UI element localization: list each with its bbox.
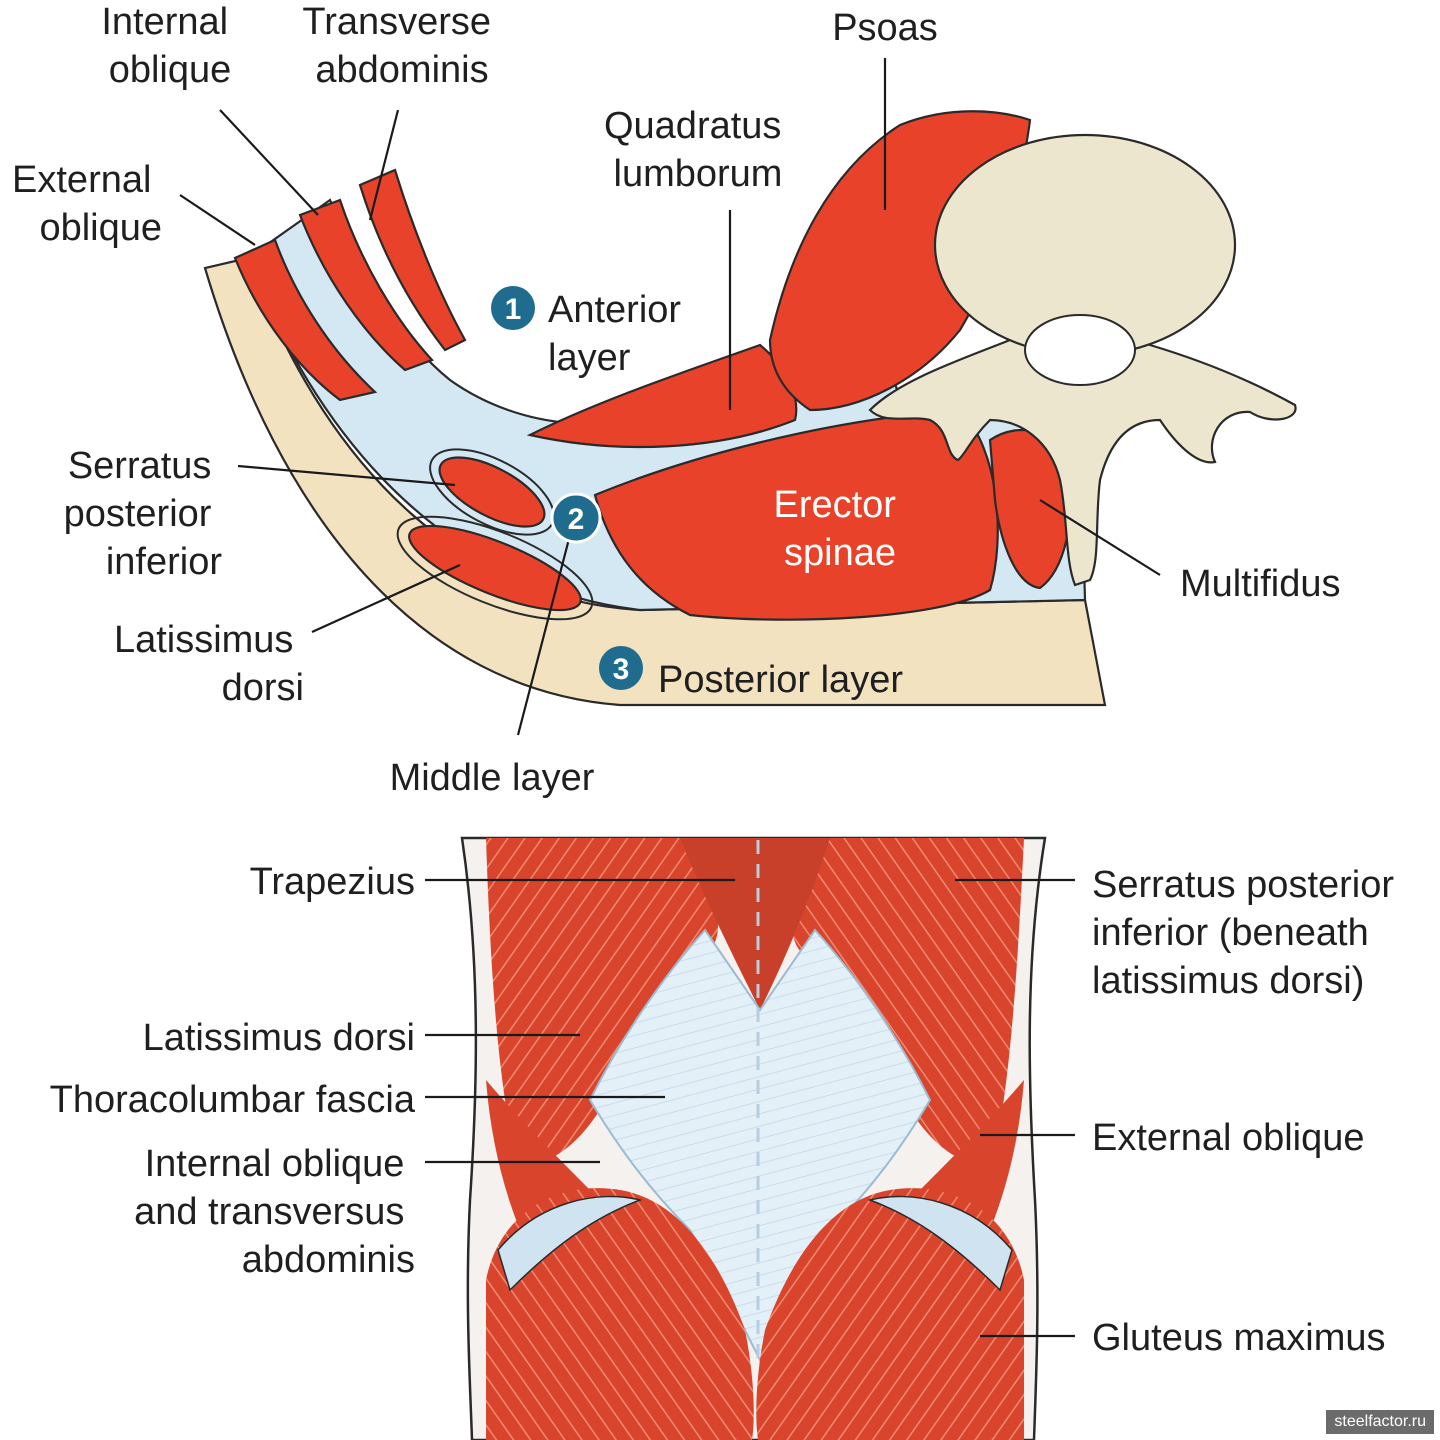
label-psoas: Psoas [832, 7, 938, 49]
label-external-oblique: External oblique [12, 159, 162, 249]
badge-posterior-number: 3 [613, 653, 630, 686]
gluteal-fascia-left [497, 1195, 643, 1292]
label-thoracolumbar-fascia: Thoracolumbar fascia [50, 1079, 416, 1121]
latissimus-dorsi-right [791, 838, 1024, 1170]
leader-middle-layer [516, 534, 572, 736]
watermark: steelfactor.ru [1326, 1410, 1434, 1434]
label-serratus-posterior-inferior-back: Serratus posterior inferior (beneath lat… [1092, 864, 1405, 1002]
cross-section: Internal oblique Transverse abdominis Ps… [12, 1, 1340, 799]
leader-multifidus [1039, 499, 1161, 576]
label-internal-oblique-transversus: Internal oblique and transversus abdomin… [134, 1143, 415, 1281]
serratus-posterior-inferior-muscle [438, 456, 546, 528]
leader-internal-oblique [219, 109, 319, 216]
external-oblique-muscle [233, 238, 378, 402]
vertebra [868, 133, 1297, 587]
badge-middle [550, 492, 602, 544]
transverse-abdominis-muscle [358, 168, 467, 352]
label-latissimus-dorsi: Latissimus dorsi [114, 619, 304, 709]
posterior-layer-band [203, 256, 1107, 707]
back-view: Trapezius Latissimus dorsi Thoracolumbar… [50, 836, 1405, 1440]
latissimus-sheath [396, 515, 594, 621]
badge-posterior [599, 646, 643, 690]
label-multifidus: Multifidus [1180, 563, 1341, 605]
badge-middle-number: 2 [568, 503, 585, 536]
label-anterior-layer: Anterior layer [548, 289, 692, 379]
label-internal-oblique: Internal oblique [101, 1, 238, 91]
latissimus-dorsi-left [486, 838, 719, 1170]
erector-spinae-muscle [593, 408, 999, 621]
badge-anterior [491, 286, 535, 330]
label-serratus-posterior-inferior: Serratus posterior inferior [64, 445, 223, 583]
latissimus-dorsi-muscle [408, 524, 582, 612]
label-erector-spinae: Erector spinae [773, 484, 906, 574]
leader-transverse-abdominis [368, 109, 400, 221]
label-gluteus-maximus: Gluteus maximus [1092, 1317, 1386, 1359]
label-trapezius: Trapezius [250, 861, 415, 903]
leader-latissimus [311, 563, 461, 634]
label-quadratus-lumborum: Quadratus lumborum [604, 105, 792, 195]
badge-anterior-number: 1 [505, 293, 522, 326]
leader-external-oblique [179, 194, 256, 246]
label-transverse-abdominis: Transverse abdominis [302, 1, 501, 91]
leader-serratus [237, 464, 456, 487]
label-middle-layer: Middle layer [390, 757, 595, 799]
label-external-oblique-back: External oblique [1092, 1117, 1365, 1159]
label-posterior-layer: Posterior layer [658, 659, 903, 701]
gluteal-fascia-right [867, 1195, 1013, 1292]
internal-oblique-muscle [298, 198, 434, 372]
label-latissimus-dorsi-back: Latissimus dorsi [143, 1017, 415, 1059]
